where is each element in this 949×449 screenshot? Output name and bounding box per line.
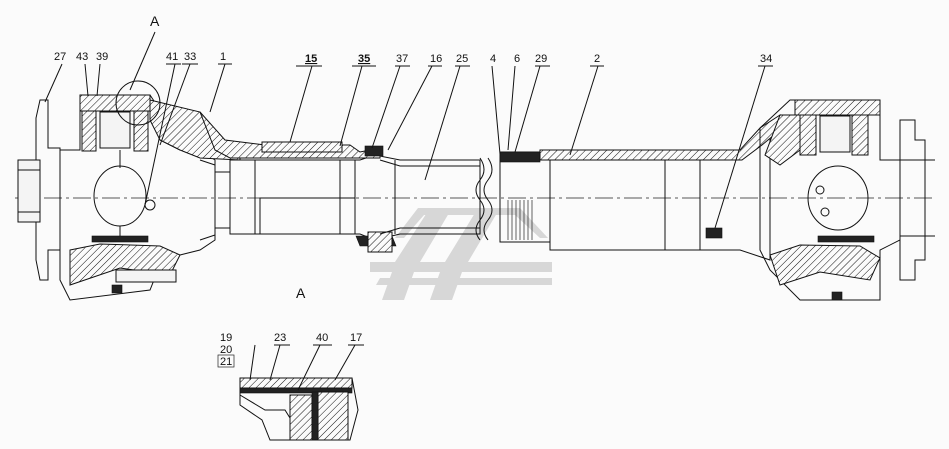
detail-a-view: 19 20 21 23 40 17 (217, 332, 364, 441)
detail-callout-40: 40 (316, 332, 328, 344)
callout-4: 4 (490, 53, 496, 65)
callout-16: 16 (430, 53, 442, 65)
callout-37: 37 (396, 53, 408, 65)
callout-6: 6 (514, 53, 520, 65)
callout-25: 25 (456, 53, 468, 65)
detail-callout-19: 19 (220, 332, 232, 344)
view-label-a: A (296, 285, 306, 301)
callout-41: 41 (166, 51, 178, 63)
callout-15: 15 (305, 53, 317, 65)
leader-lines (44, 31, 773, 229)
detail-callout-23: 23 (274, 332, 286, 344)
callout-27: 27 (54, 51, 66, 63)
callout-2: 2 (594, 53, 600, 65)
left-flange (17, 99, 61, 281)
section-mark-a: A (150, 13, 160, 29)
break-mark-right (483, 157, 493, 241)
callout-1: 1 (220, 51, 226, 63)
callout-29: 29 (535, 53, 547, 65)
callout-39: 39 (96, 51, 108, 63)
detail-callout-21: 21 (220, 356, 232, 368)
break-mark-left (475, 157, 485, 241)
callout-43: 43 (76, 51, 88, 63)
tube-left (199, 111, 481, 253)
callout-labels: 27 43 39 A 41 33 1 15 35 37 16 25 4 6 29… (54, 13, 772, 301)
callout-35: 35 (358, 53, 370, 65)
detail-a-circle (115, 80, 161, 126)
callout-34: 34 (760, 53, 772, 65)
watermark-logo (370, 208, 552, 300)
spline-section (499, 151, 551, 243)
detail-callout-20: 20 (220, 344, 232, 356)
left-universal-joint (59, 94, 241, 301)
right-flange (899, 119, 935, 281)
right-universal-joint (759, 99, 901, 301)
detail-callout-17: 17 (350, 332, 362, 344)
callout-33: 33 (184, 51, 196, 63)
